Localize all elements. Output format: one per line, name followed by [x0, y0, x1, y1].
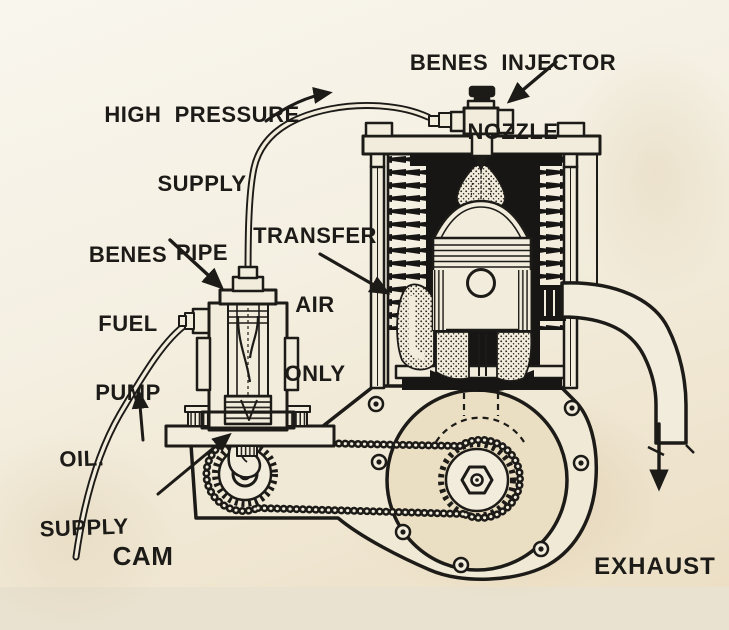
label-line: EXHAUST	[594, 553, 716, 580]
engine-cross-section-drawing	[72, 60, 695, 581]
label-line: PIPE	[175, 240, 229, 265]
label-line: TRANSFER	[253, 223, 377, 248]
label-line: OIL.	[58, 445, 105, 472]
label-benes-fuel-pump: BENES FUEL PUMP	[89, 197, 167, 450]
injector-tip	[474, 156, 488, 172]
annotation-arrows	[131, 60, 669, 496]
label-cam: CAM	[113, 499, 174, 614]
wrist-pin-hole	[466, 268, 496, 298]
exhaust-pipe-bend	[560, 281, 688, 445]
exhaust-pipe	[536, 281, 695, 457]
pump-internals	[228, 303, 268, 400]
label-line: CAM	[112, 541, 174, 571]
transfer-passage	[396, 283, 435, 371]
label-line: SUPPLY	[157, 171, 247, 196]
label-exhaust: EXHAUST	[594, 509, 716, 624]
arrow-high-pressure-pipe	[264, 86, 333, 123]
label-line: NOZZLE	[467, 119, 559, 144]
arrow-transfer-air	[318, 252, 391, 295]
crankcase	[188, 382, 599, 581]
label-transfer-air-only: TRANSFER AIR ONLY	[253, 178, 377, 431]
label-line: ONLY	[284, 361, 346, 386]
arrow-injector-nozzle	[506, 60, 558, 104]
head-bolts	[364, 121, 586, 169]
piston-skirt-left	[435, 331, 470, 381]
arrow-oil-supply	[131, 389, 149, 442]
label-benes-injector-nozzle: BENES INJECTOR NOZZLE	[410, 5, 616, 189]
piston-crown	[431, 199, 531, 242]
cylinder-assembly	[361, 85, 602, 392]
pump-plunger-tip	[240, 399, 258, 421]
label-line: BENES INJECTOR	[409, 50, 617, 75]
label-line: AIR	[295, 292, 335, 317]
cover-bolt-holes	[367, 395, 590, 574]
injector	[428, 85, 515, 172]
pump-base-flange	[200, 410, 296, 430]
arrow-cam	[156, 432, 232, 496]
fuel-pump	[164, 265, 336, 457]
piston	[431, 199, 533, 382]
arrow-fuel-pump	[168, 238, 225, 290]
piston-skirt-right	[496, 331, 533, 382]
label-line: FUEL	[98, 311, 158, 336]
pipes	[72, 101, 432, 561]
label-high-pressure-supply-pipe: HIGH PRESSURE SUPPLY PIPE	[104, 57, 299, 310]
label-line: BENES	[88, 242, 168, 267]
pump-inlet-fitting	[191, 307, 211, 335]
label-line: HIGH PRESSURE	[104, 102, 300, 127]
cam-follower	[236, 445, 258, 457]
piston-rings	[433, 244, 531, 268]
label-line: PUMP	[95, 380, 161, 405]
